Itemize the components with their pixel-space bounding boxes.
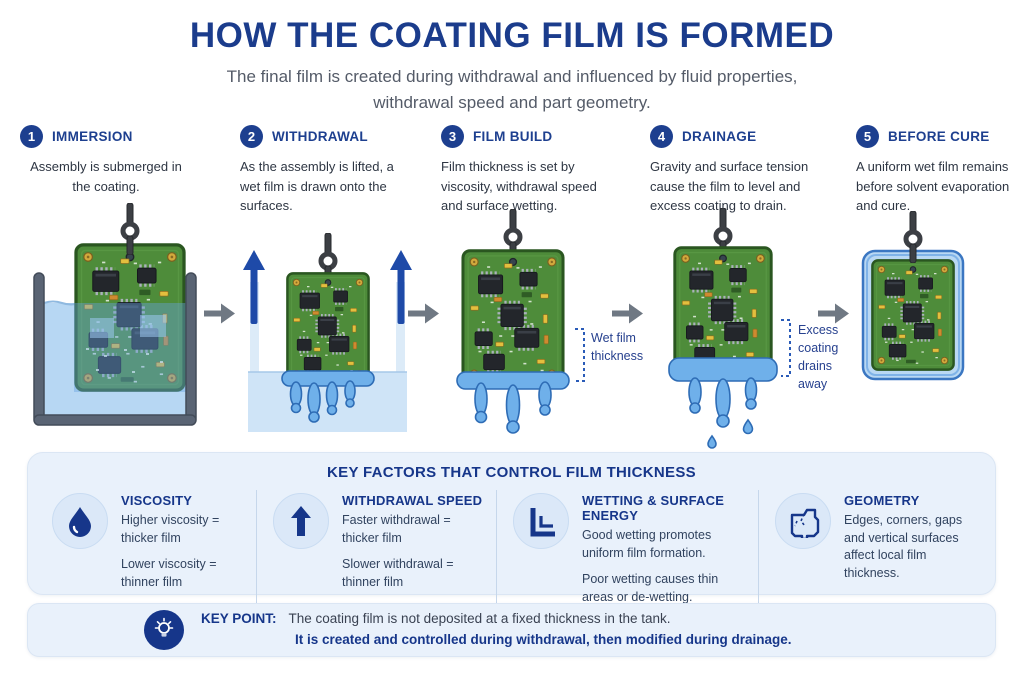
drainage-bracket — [781, 319, 791, 377]
step-number-badge: 5 — [856, 125, 879, 148]
before-cure-diagram — [861, 211, 965, 381]
flow-arrow-icon — [204, 303, 235, 324]
factor-label: WITHDRAWAL SPEED — [342, 493, 483, 508]
lift-arrow-icon — [243, 250, 412, 324]
flow-arrow-icon — [612, 303, 643, 324]
stage-header: 4 DRAINAGE — [650, 125, 827, 148]
stage-header: 5 BEFORE CURE — [856, 125, 1018, 148]
stage-description: Film thickness is set by viscosity, with… — [441, 159, 597, 213]
flow-arrow-icon — [408, 303, 439, 324]
factor-withdrawal-speed: WITHDRAWAL SPEED Faster withdrawal = thi… — [256, 490, 496, 615]
drainage-diagram — [668, 208, 791, 449]
stage-label: IMMERSION — [52, 129, 133, 144]
stage-label: DRAINAGE — [682, 129, 757, 144]
stage-immersion: 1 IMMERSION Assembly is submerged in the… — [20, 125, 212, 426]
stage-withdrawal: 2 WITHDRAWAL As the assembly is lifted, … — [240, 125, 417, 432]
stage-description: Gravity and surface tension cause the fi… — [650, 159, 809, 213]
page-subtitle: The final film is created during withdra… — [0, 64, 1024, 117]
droplet-icon — [52, 493, 108, 549]
stage-film-build: 3 FILM BUILD Film thickness is set by vi… — [441, 125, 643, 434]
factor-label: WETTING & SURFACE ENERGY — [582, 493, 725, 523]
immersion-diagram — [33, 203, 197, 426]
step-number-badge: 2 — [240, 125, 263, 148]
stage-header: 3 FILM BUILD — [441, 125, 618, 148]
stage-before-cure: 5 BEFORE CURE A uniform wet film remains… — [856, 125, 1018, 381]
factors-row: VISCOSITY Higher viscosity = thicker fil… — [28, 490, 995, 615]
key-point-line-2: It is created and controlled during with… — [295, 632, 792, 647]
wet-film-thickness-label: Wet film thickness — [591, 331, 644, 364]
stage-description: A uniform wet film remains before solven… — [856, 159, 1010, 213]
factor-point: Poor wetting causes thin areas or de-wet… — [582, 572, 719, 604]
stage-label: BEFORE CURE — [888, 129, 990, 144]
flow-arrow-icon — [818, 303, 849, 324]
page-title: HOW THE COATING FILM IS FORMED — [189, 16, 835, 55]
film-build-diagram — [456, 209, 585, 434]
thickness-bracket — [575, 328, 585, 382]
factor-viscosity: VISCOSITY Higher viscosity = thicker fil… — [36, 490, 256, 615]
key-point-label: KEY POINT: — [201, 611, 277, 627]
excess-coating-label: Excess coating drains away — [798, 323, 839, 392]
factor-geometry: GEOMETRY Edges, corners, gaps and vertic… — [758, 490, 986, 615]
stage-header: 2 WITHDRAWAL — [240, 125, 417, 148]
factor-point: Edges, corners, gaps and vertical surfac… — [844, 513, 963, 580]
stage-description: Assembly is submerged in the coating. — [30, 159, 182, 194]
arrow-up-icon — [273, 493, 329, 549]
subtitle-line-2: withdrawal speed and part geometry. — [373, 93, 651, 113]
key-factors-panel: KEY FACTORS THAT CONTROL FILM THICKNESS … — [27, 452, 996, 615]
stage-description: As the assembly is lifted, a wet film is… — [240, 159, 394, 213]
corner-wetting-icon — [513, 493, 569, 549]
withdrawal-diagram — [243, 220, 412, 432]
step-number-badge: 4 — [650, 125, 673, 148]
stage-header: 1 IMMERSION — [20, 125, 212, 148]
key-point-line-1: The coating film is not deposited at a f… — [288, 611, 671, 627]
stage-label: WITHDRAWAL — [272, 129, 368, 144]
geometry-icon — [775, 493, 831, 549]
subtitle-line-1: The final film is created during withdra… — [226, 67, 798, 86]
factor-point: Good wetting promotes uniform film forma… — [582, 528, 712, 560]
key-point-bar: KEY POINT: The coating film is not deposi… — [27, 603, 996, 657]
stage-drainage: 4 DRAINAGE Gravity and surface tension c… — [650, 125, 838, 449]
factor-point: Slower withdrawal = thinner film — [342, 557, 454, 589]
factor-point: Higher viscosity = thicker film — [121, 513, 220, 545]
step-number-badge: 3 — [441, 125, 464, 148]
factor-label: VISCOSITY — [121, 493, 193, 508]
factor-point: Lower viscosity = thinner film — [121, 557, 217, 589]
key-factors-title: KEY FACTORS THAT CONTROL FILM THICKNESS — [327, 464, 696, 481]
factor-wetting: WETTING & SURFACE ENERGY Good wetting pr… — [496, 490, 758, 615]
stage-label: FILM BUILD — [473, 129, 553, 144]
factor-label: GEOMETRY — [844, 493, 920, 508]
step-number-badge: 1 — [20, 125, 43, 148]
lightbulb-icon — [144, 610, 184, 650]
factor-point: Faster withdrawal = thicker film — [342, 513, 451, 545]
